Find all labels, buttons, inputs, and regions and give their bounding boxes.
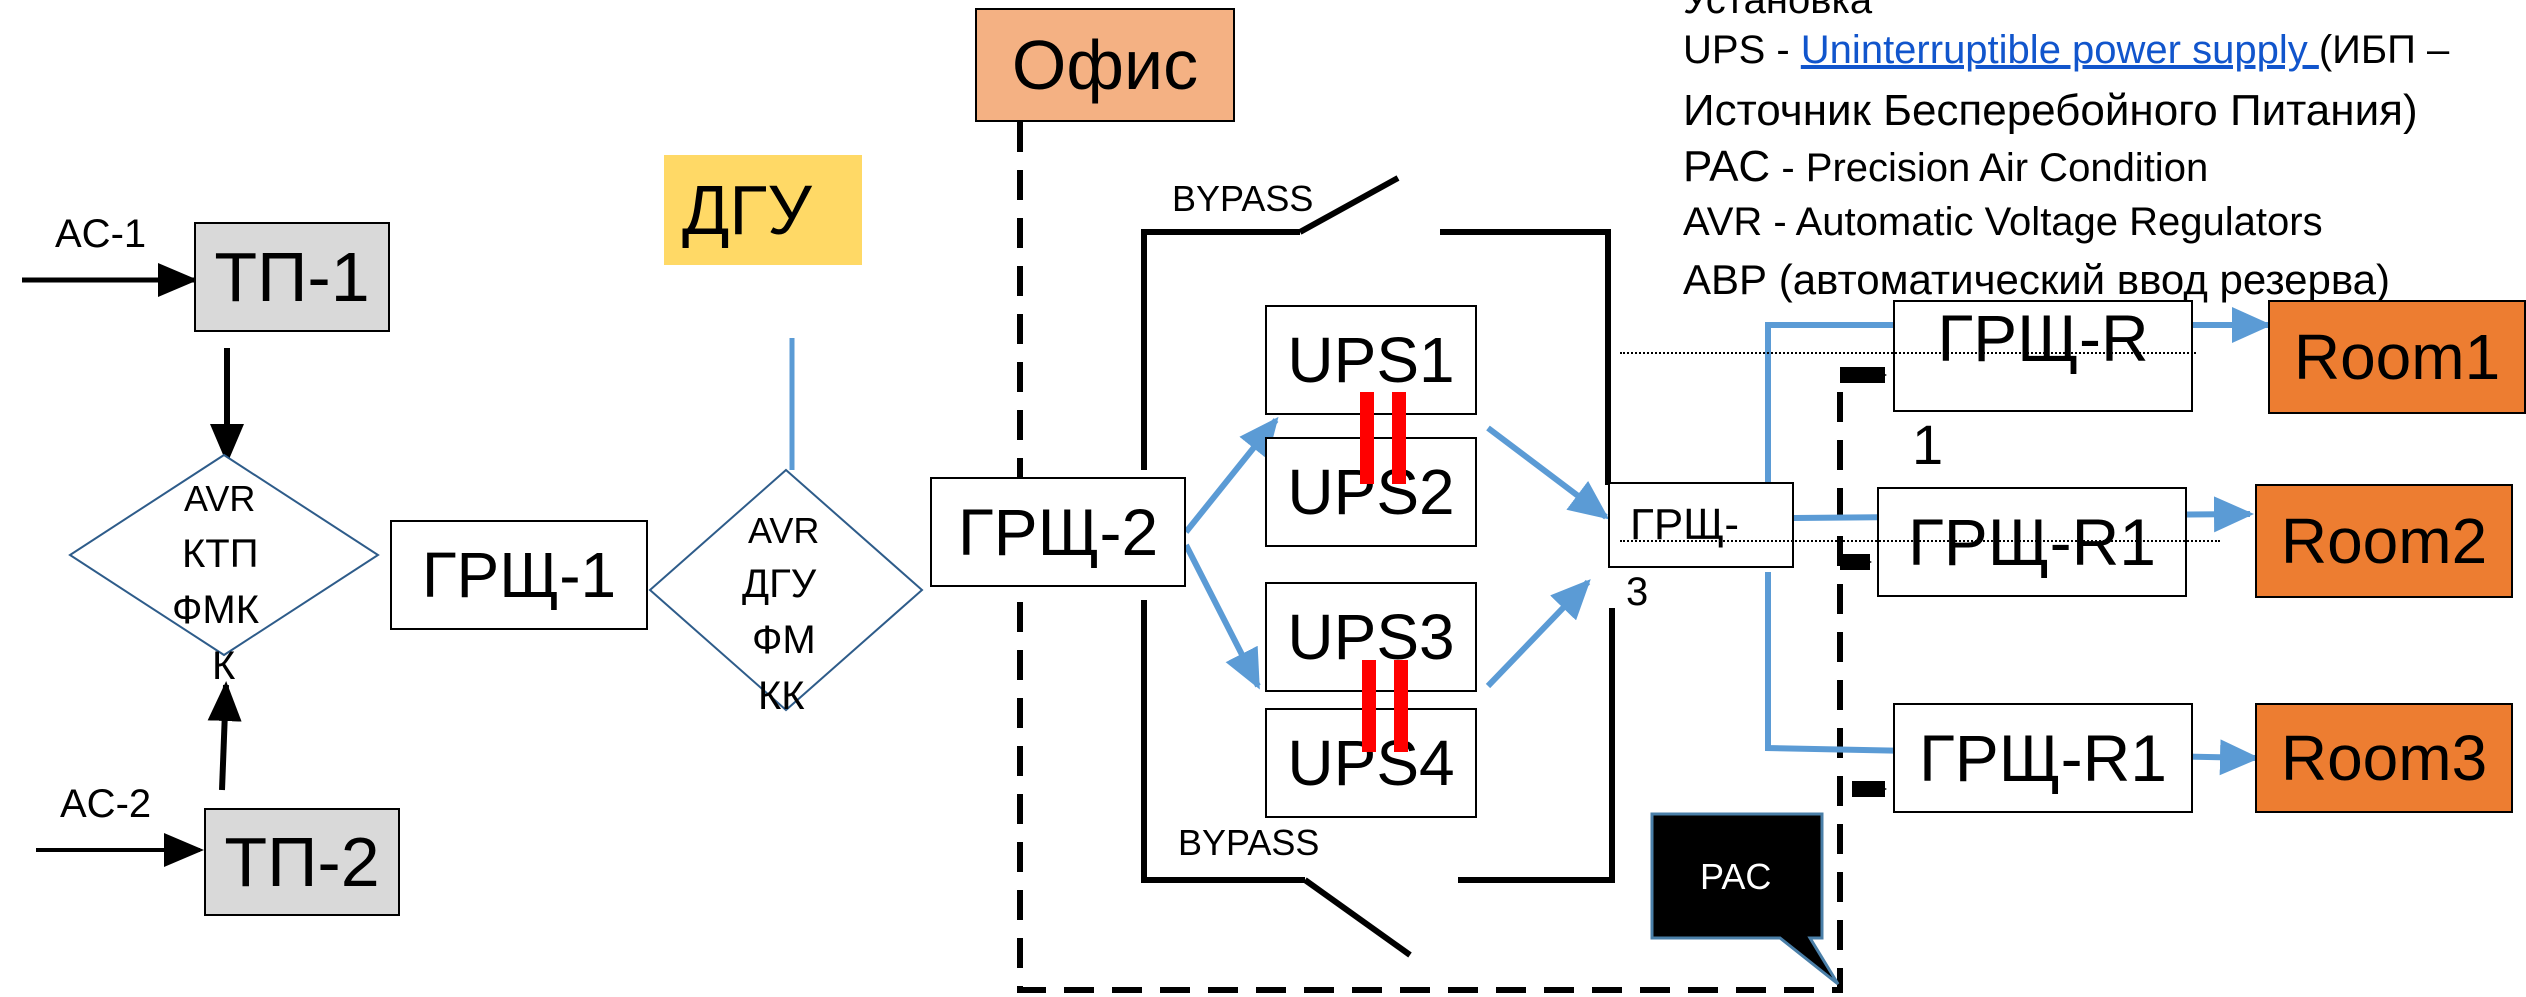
bypass-frame-right — [1440, 229, 1611, 485]
bypass-top-switch — [1298, 175, 1400, 235]
grsh2-to-ups1-arrow — [1183, 416, 1279, 534]
office-box: Офис — [975, 8, 1235, 122]
grsh3-box: ГРЩ- — [1608, 482, 1794, 568]
ups3-to-grsh3-arrow — [1485, 579, 1591, 689]
legend-line-install: Установка — [1683, 0, 1873, 22]
grsh-r1b-box: ГРЩ-R1 — [1893, 703, 2193, 813]
grsh-r-box: ГРЩ-R — [1893, 300, 2193, 412]
ups1-ups2-red-bar-left — [1360, 392, 1374, 484]
tp1-box: ТП-1 — [194, 222, 390, 332]
pac-callout-shape — [1650, 812, 1840, 986]
bypass-frame-left-bottom — [1141, 600, 1305, 883]
ac2-label: AC-2 — [60, 782, 152, 826]
room1-box: Room1 — [2268, 300, 2526, 414]
bypass-top-label: BYPASS — [1172, 178, 1314, 219]
dotted-line-r1 — [1620, 540, 2220, 542]
grsh1-box: ГРЩ-1 — [390, 520, 648, 630]
ups2-to-grsh3-arrow — [1486, 425, 1610, 520]
legend-line-ups: UPS - Uninterruptible power supply (ИБП … — [1683, 28, 2449, 73]
bypass-frame-left — [1141, 229, 1300, 470]
legend-pac-abbr: PAC — [1683, 142, 1771, 191]
avr-ktp-diamond — [68, 453, 380, 657]
legend-ups-prefix: UPS - — [1683, 28, 1801, 72]
bypass-bottom-label: BYPASS — [1178, 822, 1320, 863]
pac-callout-label: PAC — [1700, 856, 1772, 897]
legend-line-avr: AVR - Automatic Voltage Regulators — [1683, 200, 2323, 244]
avr1-line3: ФМК — [172, 588, 260, 632]
legend-ups-suffix: (ИБП – — [2318, 28, 2450, 72]
ups3-ups4-red-bar-right — [1394, 660, 1408, 752]
grsh-r-subscript: 1 — [1912, 413, 1944, 476]
legend-line-avr-ru: АВР (автоматический ввод резерва) — [1683, 256, 2391, 303]
room2-box: Room2 — [2255, 484, 2513, 598]
grsh2-to-ups3-arrow — [1183, 543, 1261, 690]
tp2-to-avr-arrow — [207, 681, 242, 791]
dgu-box: ДГУ — [664, 155, 862, 265]
dotted-line-r — [1620, 352, 2196, 354]
legend-pac-rest: - Precision Air Condition — [1770, 146, 2209, 190]
ups1-box: UPS1 — [1265, 305, 1477, 415]
tp2-box: ТП-2 — [204, 808, 400, 916]
ups-wikipedia-link[interactable]: Uninterruptible power supply — [1800, 28, 2319, 72]
bypass-frame-right-bottom — [1458, 608, 1615, 883]
grsh2-box: ГРЩ-2 — [930, 477, 1186, 587]
avr1-line2: КТП — [182, 532, 259, 576]
avr2-line4: КК — [758, 674, 805, 718]
avr2-line2: ДГУ — [742, 562, 817, 606]
room3-box: Room3 — [2255, 703, 2513, 813]
avr2-line1: AVR — [748, 510, 820, 551]
bypass-bottom-switch — [1303, 877, 1412, 958]
avr-dgu-diamond — [648, 468, 924, 712]
legend-line-ups-ru: Источник Бесперебойного Питания) — [1683, 86, 2418, 135]
grsh-r1a-box: ГРЩ-R1 — [1877, 487, 2187, 597]
avr1-line1: AVR — [184, 478, 256, 519]
legend-line-pac: PAC - Precision Air Condition — [1683, 142, 2208, 192]
ups1-ups2-red-bar-right — [1392, 392, 1406, 484]
grsh3-subscript: 3 — [1626, 570, 1649, 614]
grsh-r-label: ГРЩ-R — [1937, 301, 2149, 375]
ac1-label: AC-1 — [55, 212, 147, 256]
avr2-line3: ФМ — [752, 618, 816, 662]
avr1-line4: К — [212, 644, 236, 688]
ups3-ups4-red-bar-left — [1362, 660, 1376, 752]
